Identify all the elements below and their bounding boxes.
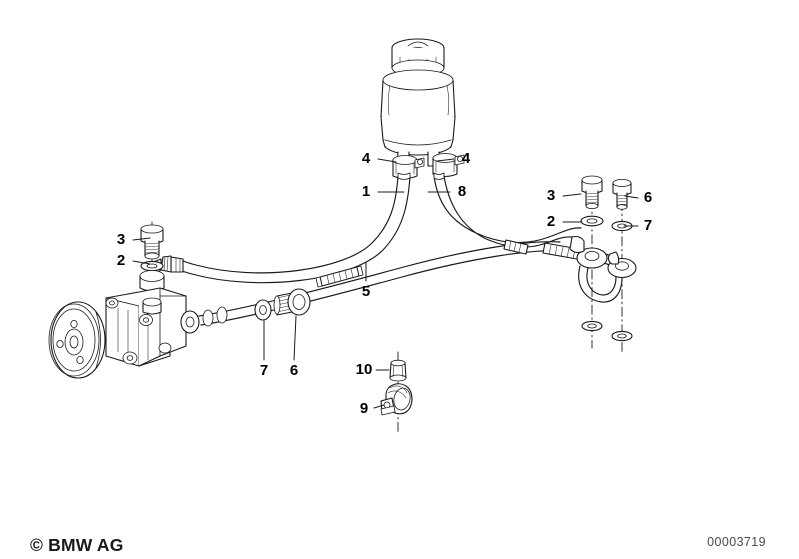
part-number-label: 00003719 — [707, 535, 766, 549]
oil-reservoir — [380, 38, 456, 167]
copyright-label: © BMW AG — [30, 535, 124, 555]
callout-3-left: 3 — [117, 231, 125, 248]
callout-8: 8 — [458, 183, 466, 200]
callout-5: 5 — [362, 283, 370, 300]
callout-4-left: 4 — [362, 150, 371, 167]
callout-7-right: 7 — [644, 217, 652, 234]
callout-7-middle: 7 — [260, 362, 268, 379]
leader-6-right — [624, 195, 639, 199]
callout-6-right: 6 — [644, 189, 652, 206]
hose-clamp-right — [432, 153, 465, 178]
callout-2-left: 2 — [117, 252, 125, 269]
leader-6-middle — [293, 315, 297, 361]
leader-4-right — [436, 158, 455, 162]
return-loop — [578, 265, 623, 303]
callout-9: 9 — [360, 400, 368, 417]
banjo-assembly-left — [139, 221, 165, 306]
callout-layer: 1 2 3 4 4 5 6 7 8 — [117, 150, 652, 417]
suction-hose — [152, 172, 411, 284]
return-hose — [433, 172, 582, 255]
callout-10: 10 — [356, 361, 373, 378]
leader-4-left — [377, 158, 397, 163]
leader-3-left — [132, 237, 151, 241]
pump-outlet-coupling — [202, 306, 228, 327]
callout-2-right: 2 — [547, 213, 555, 230]
union-bolt-middle — [254, 288, 311, 321]
leader-3-right — [562, 193, 582, 197]
union-assembly-right — [607, 178, 637, 353]
callout-1: 1 — [362, 183, 370, 200]
banjo-assembly-right — [569, 175, 608, 349]
leader-9 — [373, 404, 385, 409]
hose-clamp-left — [392, 155, 425, 180]
callout-3-right: 3 — [547, 187, 555, 204]
callout-4-right: 4 — [462, 150, 471, 167]
hose-clamp-bracket — [380, 351, 413, 433]
steering-pump — [48, 287, 200, 379]
leader-2-left — [132, 260, 151, 265]
callout-6-middle: 6 — [290, 362, 298, 379]
